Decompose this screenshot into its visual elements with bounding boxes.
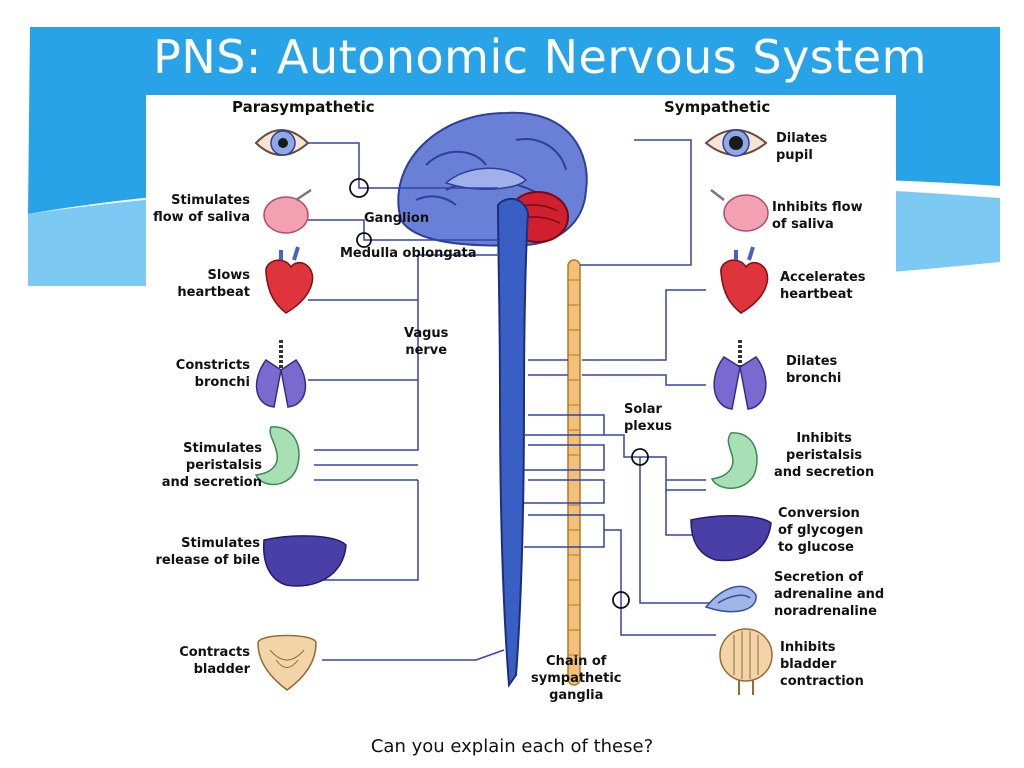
- para-effect-stomach: Stimulates peristalsis and secretion: [161, 441, 262, 490]
- lungs-icon: [255, 340, 307, 408]
- sympathetic-chain-label: Chain of sympathetic ganglia: [531, 654, 622, 703]
- heart-icon: [265, 246, 314, 314]
- liver-icon: [263, 535, 347, 587]
- nervous-system-diagram: [254, 111, 773, 695]
- symp-effect-stomach: Inhibits peristalsis and secretion: [774, 431, 875, 480]
- spinal-cord: [496, 197, 530, 688]
- parasympathetic-header: Parasympathetic: [232, 98, 375, 116]
- stomach-icon: [254, 426, 300, 486]
- symp-effect-salivary-gland: Inhibits flow of saliva: [772, 200, 863, 232]
- symp-effect-adrenal-gland: Secretion of adrenaline and noradrenalin…: [774, 570, 885, 619]
- para-effect-lungs: Constricts bronchi: [175, 358, 250, 390]
- eye-icon: [704, 129, 768, 157]
- symp-effect-heart: Accelerates heartbeat: [780, 270, 866, 302]
- vagus-nerve-label: Vagus nerve: [404, 326, 449, 358]
- para-effect-liver: Stimulates release of bile: [155, 536, 260, 568]
- ganglion-label: Ganglion: [364, 211, 430, 226]
- symp-effect-bladder: Inhibits bladder contraction: [780, 640, 864, 689]
- slide-caption: Can you explain each of these?: [370, 736, 654, 757]
- symp-effect-liver: Conversion of glycogen to glucose: [778, 506, 864, 555]
- salivary-gland-icon: [710, 189, 769, 232]
- adrenal-gland-icon: [704, 585, 757, 613]
- sympathetic-chain: [567, 259, 581, 686]
- bladder-icon: [257, 634, 317, 691]
- para-effect-salivary-gland: Stimulates flow of saliva: [153, 193, 250, 225]
- para-effect-heart: Slows heartbeat: [177, 268, 250, 300]
- liver-icon: [690, 514, 772, 562]
- ganglion-markers: [349, 178, 649, 609]
- diagram-panel: Parasympathetic Sympathetic Ganglion Med…: [146, 95, 896, 707]
- stomach-icon: [710, 432, 758, 489]
- heart-icon: [720, 246, 769, 314]
- eye-icon: [254, 129, 310, 156]
- slide-title: PNS: Autonomic Nervous System: [153, 30, 927, 84]
- sympathetic-header: Sympathetic: [664, 98, 771, 116]
- symp-effect-lungs: Dilates bronchi: [786, 354, 842, 386]
- lungs-icon: [713, 340, 767, 410]
- medulla-oblongata-label: Medulla oblongata: [340, 246, 477, 261]
- para-effect-bladder: Contracts bladder: [179, 645, 250, 677]
- nerve-lines: [306, 139, 716, 661]
- symp-effect-eye: Dilates pupil: [776, 131, 828, 163]
- solar-plexus-label: Solar plexus: [624, 402, 672, 434]
- bladder-icon: [719, 628, 773, 695]
- salivary-gland-icon: [263, 188, 312, 234]
